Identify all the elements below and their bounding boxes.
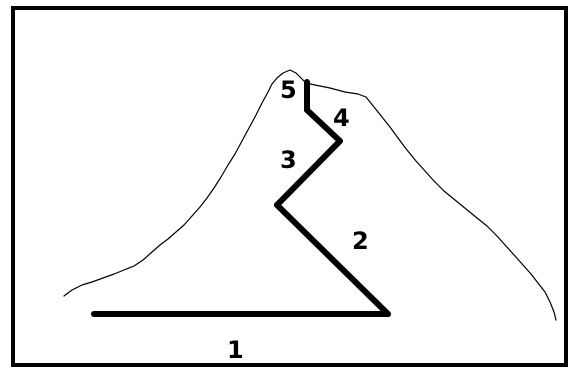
diagram-frame: [11, 6, 568, 367]
route-segment-3: [274, 138, 343, 208]
segment-4-label: 4: [333, 104, 350, 132]
segment-1-label: 1: [227, 336, 244, 364]
segment-3-label: 3: [280, 146, 297, 174]
route-segment-4: [304, 107, 343, 144]
mountain-outline: [63, 69, 557, 321]
segment-2-label: 2: [352, 227, 369, 255]
segment-5-label: 5: [280, 76, 297, 104]
route-segment-2: [274, 202, 391, 317]
